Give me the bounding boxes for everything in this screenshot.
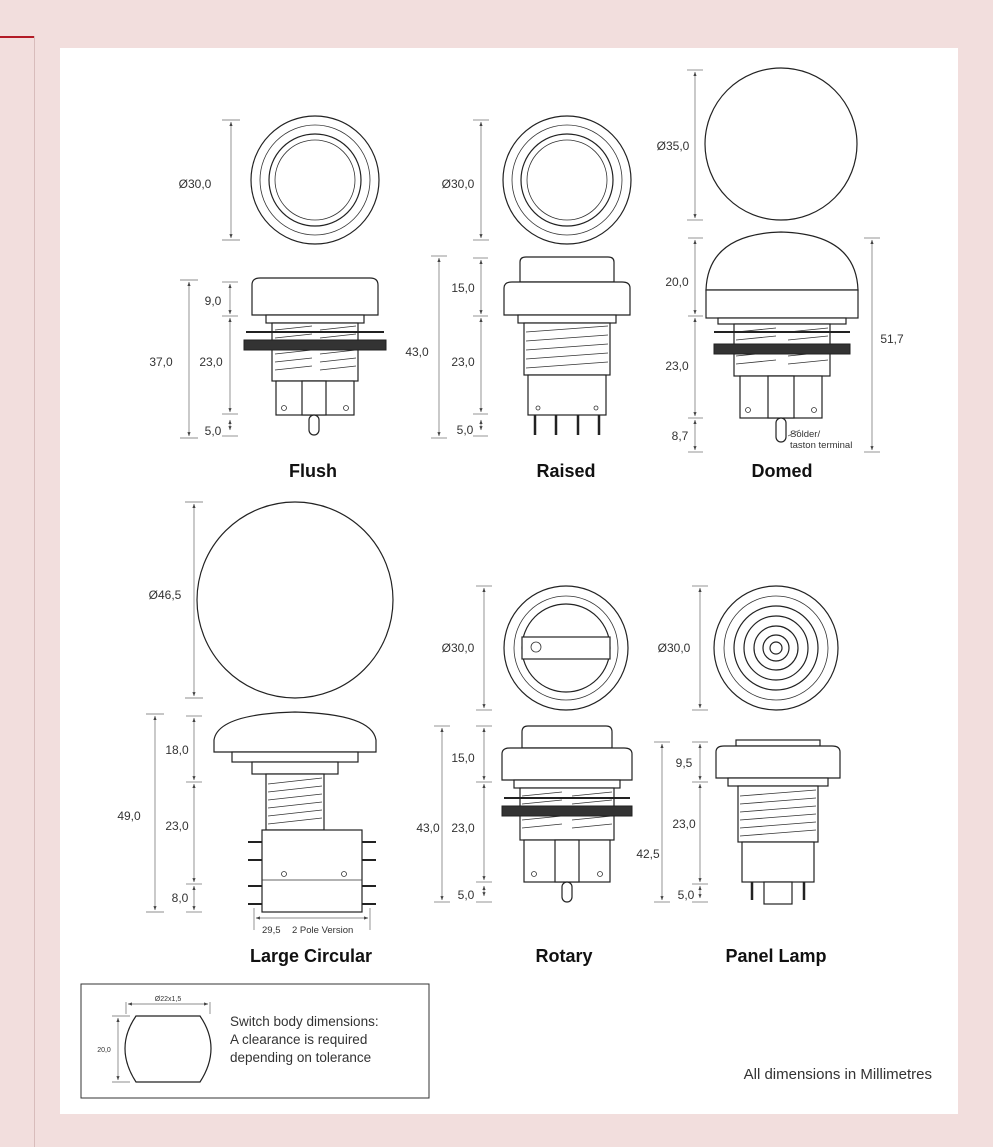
rotary-h1-label: 15,0	[451, 751, 475, 765]
panel-lamp-h3-label: 5,0	[678, 888, 695, 902]
raised-height-dimensions: 15,0 23,0 5,0 43,0	[405, 255, 488, 439]
body-height-label: 20,0	[97, 1047, 111, 1054]
large-circular-title: Large Circular	[250, 946, 372, 966]
domed-drawing: Ø35,0 Solder/ taston terminal	[657, 67, 904, 481]
panel-lamp-dia-dimension: Ø30,0	[658, 585, 708, 711]
large-circular-width-value: 29,5	[262, 925, 281, 936]
raised-drawing: Ø30,0	[405, 115, 632, 481]
flush-dia-dimension: Ø30,0	[179, 119, 240, 241]
flush-side-view	[243, 277, 387, 436]
dimension-drawings: Ø30,0	[80, 67, 932, 1099]
flush-h2-label: 23,0	[199, 355, 223, 369]
raised-total-label: 43,0	[405, 345, 429, 359]
raised-dia-dimension: Ø30,0	[442, 119, 489, 241]
rotary-title: Rotary	[535, 946, 592, 966]
raised-dia-label: Ø30,0	[442, 177, 475, 191]
panel-lamp-total-label: 42,5	[636, 847, 660, 861]
flush-h1-label: 9,0	[205, 294, 222, 308]
flush-drawing: Ø30,0	[149, 115, 387, 481]
domed-h2-label: 23,0	[665, 359, 689, 373]
domed-dia-label: Ø35,0	[657, 139, 690, 153]
flush-top-view	[250, 115, 380, 245]
panel-lamp-drawing: Ø30,0 9	[636, 585, 841, 966]
rotary-total-label: 43,0	[416, 821, 440, 835]
domed-h1-label: 20,0	[665, 275, 689, 289]
large-circular-side-view	[213, 711, 377, 913]
large-circular-h3-label: 8,0	[172, 891, 189, 905]
large-circular-total-label: 49,0	[117, 809, 141, 823]
panel-lamp-height-dimensions: 9,5 23,0 5,0 42,5	[636, 741, 708, 903]
units-footnote: All dimensions in Millimetres	[744, 1066, 932, 1083]
flush-h3-label: 5,0	[205, 424, 222, 438]
raised-h2-label: 23,0	[451, 355, 475, 369]
large-circular-top-view	[196, 501, 394, 699]
body-width-label: Ø22x1,5	[155, 996, 182, 1003]
large-circular-dia-label: Ø46,5	[149, 588, 182, 602]
large-circular-height-dimensions: 18,0 23,0 8,0 49,0	[117, 713, 202, 913]
body-note-line-2: A clearance is required	[230, 1032, 367, 1047]
rotary-h2-label: 23,0	[451, 821, 475, 835]
domed-h3-label: 8,7	[672, 429, 689, 443]
accent-line	[0, 36, 34, 38]
rotary-side-view	[501, 725, 633, 903]
domed-side-view: Solder/ taston terminal	[705, 231, 859, 451]
panel-lamp-top-view	[713, 585, 839, 711]
domed-terminal-note-2: taston terminal	[790, 440, 852, 451]
large-circular-dia-dimension: Ø46,5	[149, 501, 203, 699]
body-note-line-1: Switch body dimensions:	[230, 1014, 379, 1029]
domed-total-label: 51,7	[880, 332, 904, 346]
flush-total-label: 37,0	[149, 355, 173, 369]
flush-title: Flush	[289, 461, 337, 481]
flush-height-dimensions: 9,0 23,0 5,0 37,0	[149, 279, 238, 439]
large-circular-h2-label: 23,0	[165, 819, 189, 833]
rotary-height-dimensions: 15,0 23,0 5,0 43,0	[416, 725, 492, 903]
body-note-line-3: depending on tolerance	[230, 1050, 371, 1065]
raised-h1-label: 15,0	[451, 281, 475, 295]
domed-terminal-note-1: Solder/	[790, 429, 820, 440]
panel-lamp-h1-label: 9,5	[676, 756, 693, 770]
large-circular-drawing: Ø46,5	[117, 501, 394, 966]
raised-side-view	[503, 256, 631, 435]
domed-title: Domed	[751, 461, 812, 481]
flush-dia-label: Ø30,0	[179, 177, 212, 191]
raised-h3-label: 5,0	[457, 423, 474, 437]
large-circular-width-dimension: 29,5 2 Pole Version	[253, 908, 371, 936]
rotary-top-view	[503, 585, 629, 711]
margin-rule	[34, 36, 35, 1147]
raised-top-view	[502, 115, 632, 245]
rotary-h3-label: 5,0	[458, 888, 475, 902]
panel-lamp-h2-label: 23,0	[672, 817, 696, 831]
panel-lamp-side-view	[715, 739, 841, 905]
domed-height-dimensions: 20,0 23,0 8,7 51,7	[665, 237, 904, 453]
body-dimension-box: Ø22x1,5 20,0 Switch body dimensions: A c…	[80, 983, 430, 1099]
rotary-dia-label: Ø30,0	[442, 641, 475, 655]
domed-dia-dimension: Ø35,0	[657, 69, 703, 221]
drawing-sheet: Ø30,0	[60, 48, 958, 1114]
raised-title: Raised	[536, 461, 595, 481]
large-circular-width-note: 2 Pole Version	[292, 925, 353, 936]
panel-lamp-title: Panel Lamp	[725, 946, 826, 966]
large-circular-h1-label: 18,0	[165, 743, 189, 757]
rotary-dia-dimension: Ø30,0	[442, 585, 492, 711]
rotary-drawing: Ø30,0	[416, 585, 633, 966]
domed-top-view	[704, 67, 858, 221]
panel-lamp-dia-label: Ø30,0	[658, 641, 691, 655]
